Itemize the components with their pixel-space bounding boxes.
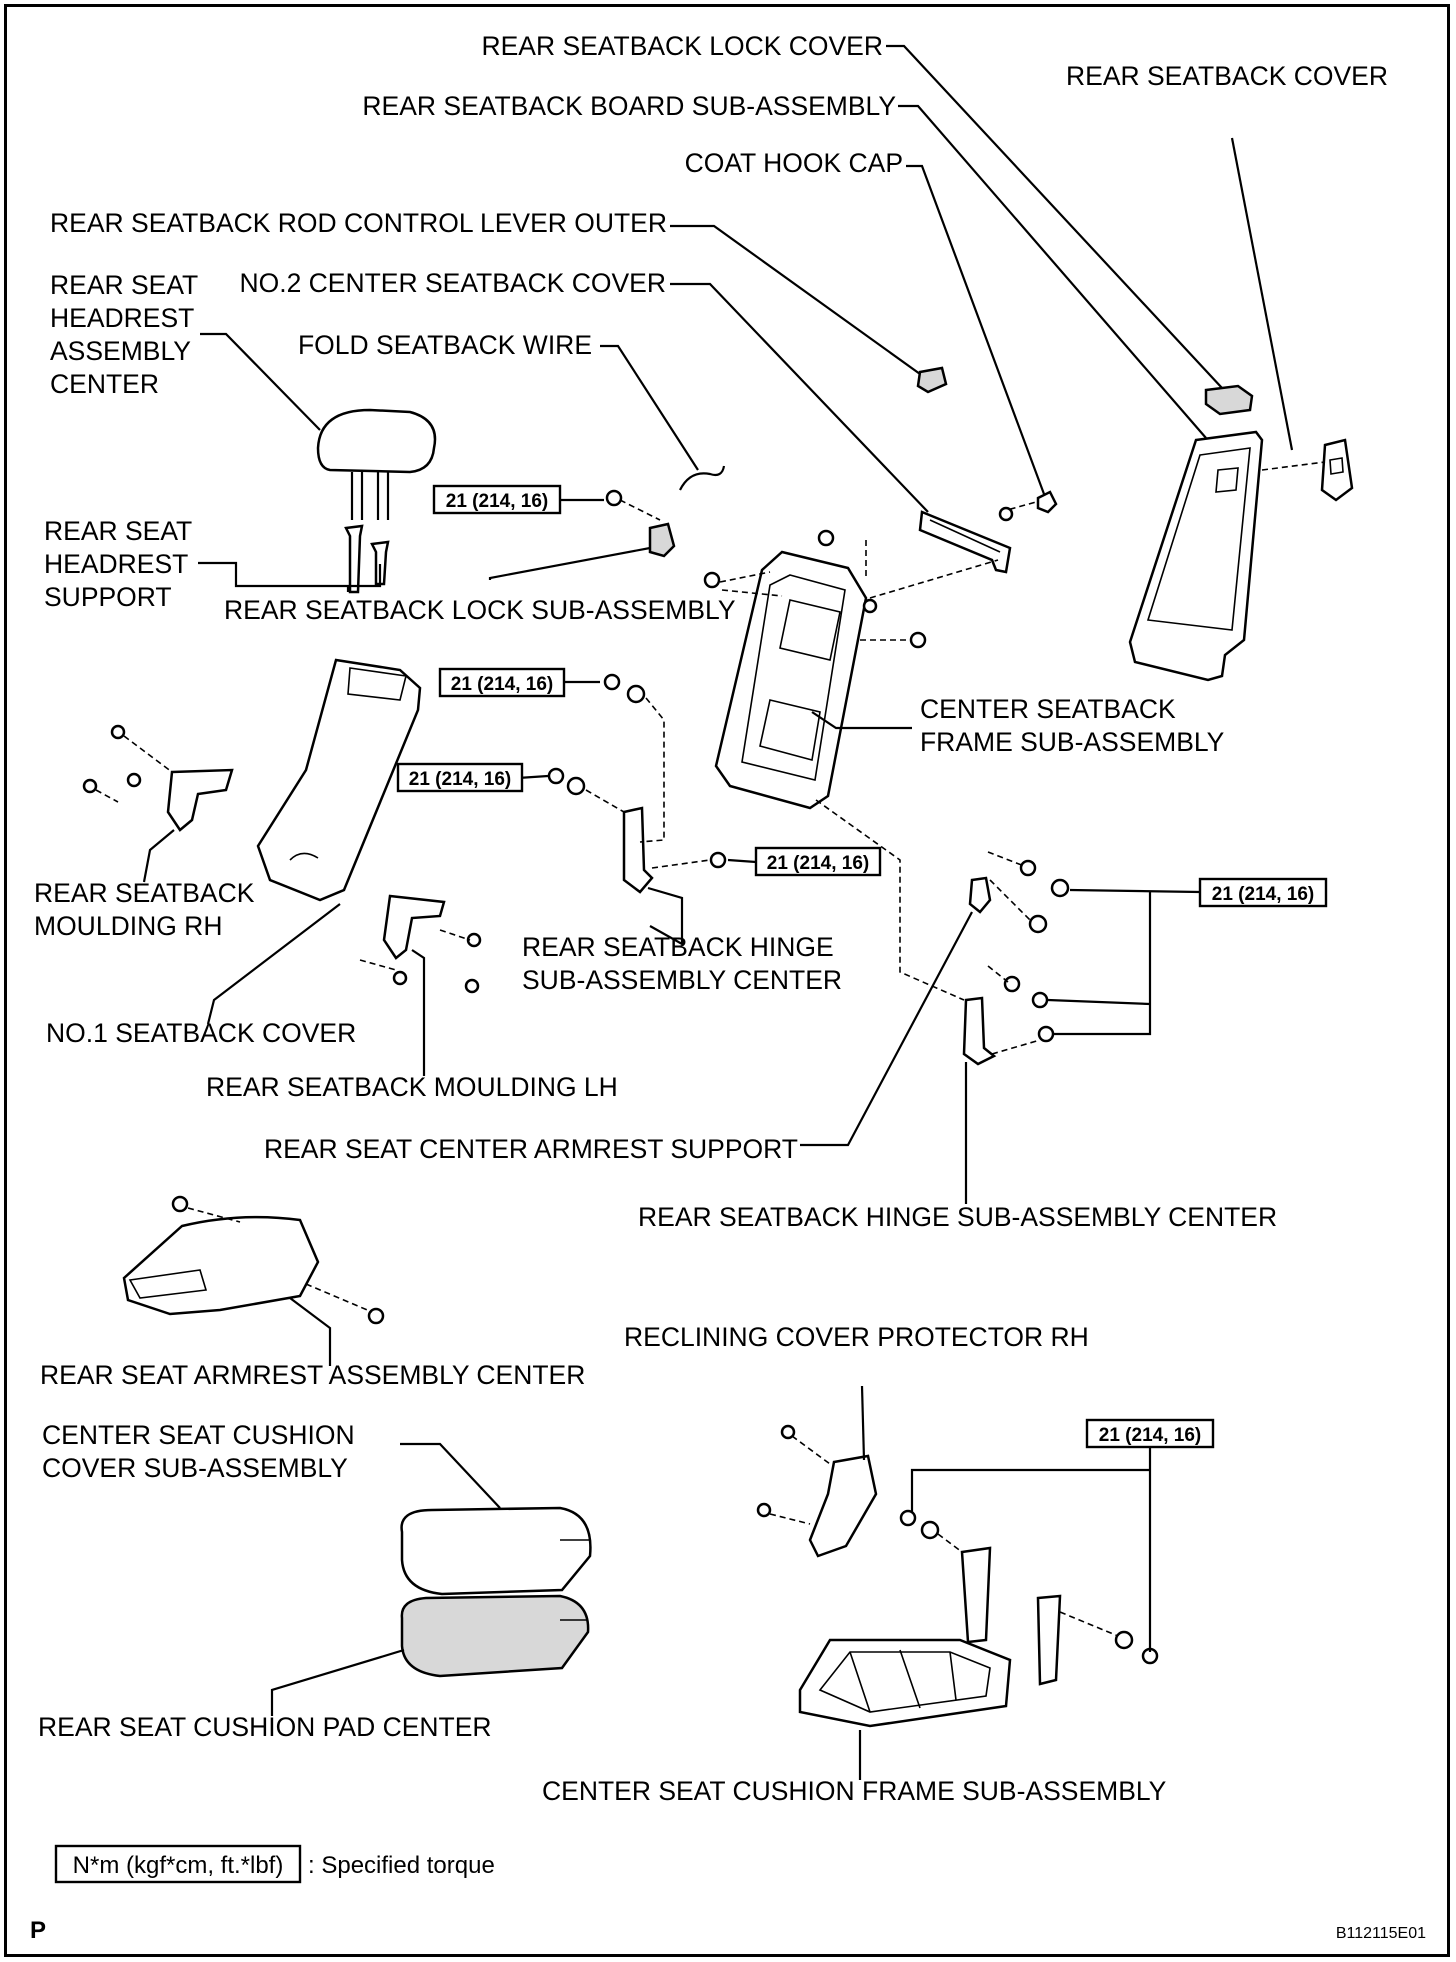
rod-lever-part <box>916 366 948 394</box>
torque-box-5: 21 (214, 16) <box>1198 877 1328 908</box>
torque-spec-3: 21 (214, 16) <box>409 769 511 790</box>
label-moulding-lh: REAR SEATBACK MOULDING LH <box>206 1072 618 1102</box>
label-rod-lever: REAR SEATBACK ROD CONTROL LEVER OUTER <box>50 208 667 238</box>
label-moulding-rh-line2: MOULDING RH <box>34 911 222 941</box>
label-headrest-line1: REAR SEAT <box>50 270 198 300</box>
seatback-board-part <box>1128 430 1326 682</box>
torque-spec-4: 21 (214, 16) <box>767 853 869 874</box>
torque-box-2: 21 (214, 16) <box>438 667 566 698</box>
label-headrest-line2: HEADREST <box>50 303 194 333</box>
torque-spec-1: 21 (214, 16) <box>446 491 548 512</box>
footer-letter: P <box>30 1917 46 1944</box>
cushion-pad-part <box>400 1594 590 1678</box>
footer-code: B112115E01 <box>1336 1925 1426 1942</box>
label-hinge1-line2: SUB-ASSEMBLY CENTER <box>522 965 842 995</box>
label-hinge1-line1: REAR SEATBACK HINGE <box>522 932 834 962</box>
cushion-cover-part <box>400 1506 592 1596</box>
label-armrest-support: REAR SEAT CENTER ARMREST SUPPORT <box>264 1134 798 1164</box>
headrest-support-part <box>344 524 390 594</box>
label-no2-cover: NO.2 CENTER SEATBACK COVER <box>239 268 666 298</box>
no1-cover-part <box>256 658 422 902</box>
label-lock-sub: REAR SEATBACK LOCK SUB-ASSEMBLY <box>224 595 736 625</box>
label-fold-wire: FOLD SEATBACK WIRE <box>298 330 592 360</box>
torque-legend: N*m (kgf*cm, ft.*lbf) : Specified torque <box>54 1844 495 1884</box>
torque-spec-5: 21 (214, 16) <box>1212 884 1314 905</box>
moulding-rh-part <box>82 724 234 832</box>
torque-spec-6: 21 (214, 16) <box>1099 1425 1201 1446</box>
label-headrest-support-line3: SUPPORT <box>44 582 172 612</box>
label-cushion-pad: REAR SEAT CUSHION PAD CENTER <box>38 1712 492 1742</box>
reclining-protector-part <box>756 1424 878 1558</box>
rear-seatback-cover-part <box>1320 438 1354 502</box>
label-armrest-center: REAR SEAT ARMREST ASSEMBLY CENTER <box>40 1360 585 1390</box>
torque-spec-2: 21 (214, 16) <box>451 674 553 695</box>
label-cushion-frame: CENTER SEAT CUSHION FRAME SUB-ASSEMBLY <box>542 1776 1167 1806</box>
label-headrest-line4: CENTER <box>50 369 159 399</box>
label-headrest-line3: ASSEMBLY <box>50 336 191 366</box>
cushion-frame-part <box>798 1509 1159 1728</box>
label-seatback-cover: REAR SEATBACK COVER <box>1066 61 1388 91</box>
seatback-lock-part <box>605 489 771 589</box>
label-board-sub: REAR SEATBACK BOARD SUB-ASSEMBLY <box>362 91 896 121</box>
fold-wire-part <box>679 465 726 491</box>
armrest-support-part <box>815 799 1070 1066</box>
label-frame-sub-line1: CENTER SEATBACK <box>920 694 1176 724</box>
torque-box-1: 21 (214, 16) <box>432 484 562 515</box>
label-coat-hook-cap: COAT HOOK CAP <box>685 148 903 178</box>
no2-cover-part <box>918 506 1014 574</box>
moulding-lh-part <box>359 894 482 994</box>
torque-box-4: 21 (214, 16) <box>754 846 882 877</box>
seatback-frame-part <box>714 529 999 810</box>
label-no1-cover: NO.1 SEATBACK COVER <box>46 1018 356 1048</box>
label-frame-sub-line2: FRAME SUB-ASSEMBLY <box>920 727 1225 757</box>
coat-hook-cap-part <box>1036 490 1058 514</box>
hinge-center-part <box>547 673 727 894</box>
label-cushion-cover-line2: COVER SUB-ASSEMBLY <box>42 1453 348 1483</box>
label-cushion-cover-line1: CENTER SEAT CUSHION <box>42 1420 355 1450</box>
armrest-assembly-part <box>122 1195 385 1325</box>
legend-description: : Specified torque <box>308 1852 495 1879</box>
lock-cover-part <box>1204 384 1254 416</box>
headrest-part <box>316 408 437 520</box>
label-headrest-support-line1: REAR SEAT <box>44 516 192 546</box>
diagram-border <box>4 4 1450 1957</box>
label-headrest-support-line2: HEADREST <box>44 549 188 579</box>
label-moulding-rh-line1: REAR SEATBACK <box>34 878 255 908</box>
torque-box-6: 21 (214, 16) <box>1085 1418 1215 1449</box>
label-reclining-protector: RECLINING COVER PROTECTOR RH <box>624 1322 1089 1352</box>
torque-box-3: 21 (214, 16) <box>396 762 524 793</box>
legend-unit-box: N*m (kgf*cm, ft.*lbf) <box>73 1852 284 1879</box>
label-lock-cover: REAR SEATBACK LOCK COVER <box>481 31 883 61</box>
label-hinge2: REAR SEATBACK HINGE SUB-ASSEMBLY CENTER <box>638 1202 1277 1232</box>
